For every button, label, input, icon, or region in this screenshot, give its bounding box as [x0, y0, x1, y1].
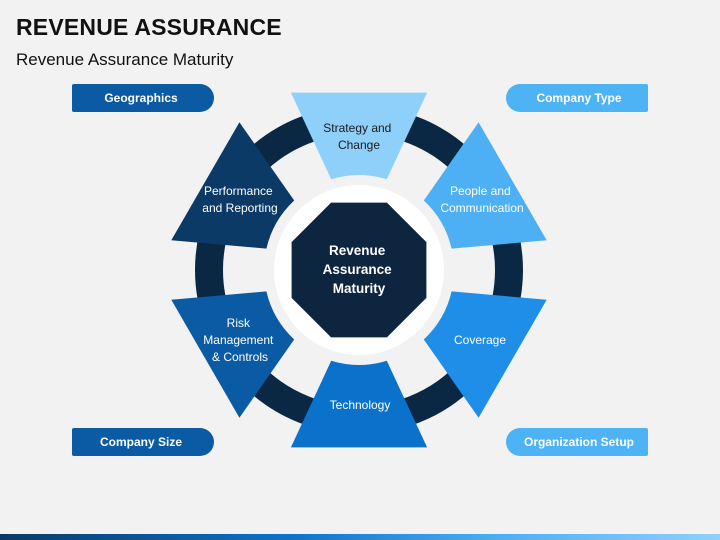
center-label-line-3: Maturity	[333, 281, 386, 296]
segment-label-technology: Technology	[330, 398, 391, 412]
page-title: REVENUE ASSURANCE	[16, 14, 282, 40]
segment-strategy	[290, 92, 428, 180]
segment-label-risk-line-1: Risk	[227, 316, 251, 330]
tag-organization-setup: Organization Setup	[506, 428, 648, 456]
segment-label-risk-line-2: Management	[203, 333, 274, 347]
tag-geographics: Geographics	[72, 84, 214, 112]
page-subtitle: Revenue Assurance Maturity	[16, 50, 234, 69]
segment-label-performance-line-2: and Reporting	[202, 201, 277, 215]
tag-company-type: Company Type	[506, 84, 648, 112]
segment-people	[423, 122, 547, 249]
segment-performance	[171, 122, 295, 249]
segment-label-strategy-line-2: Change	[338, 138, 380, 152]
segment-technology	[290, 360, 428, 448]
segment-label-risk-line-3: & Controls	[212, 350, 268, 364]
segment-label-risk: Risk Management & Controls	[203, 316, 276, 364]
center-label: Revenue Assurance Maturity	[323, 243, 396, 296]
bottom-accent-bar	[0, 534, 720, 540]
segment-label-people-line-2: Communication	[440, 201, 523, 215]
segment-label-strategy-line-1: Strategy and	[323, 121, 391, 135]
segment-coverage	[423, 291, 547, 418]
segment-label-coverage: Coverage	[454, 333, 506, 347]
segment-label-people: People and Communication	[440, 184, 523, 215]
segment-label-coverage-line-1: Coverage	[454, 333, 506, 347]
segment-label-technology-line-1: Technology	[330, 398, 391, 412]
segment-risk	[171, 291, 295, 418]
segment-label-performance-line-1: Performance	[204, 184, 273, 198]
segment-label-performance: Performance and Reporting	[202, 184, 277, 215]
center-label-line-2: Assurance	[323, 262, 393, 277]
center-label-line-1: Revenue	[329, 243, 386, 258]
center-octagon	[291, 202, 427, 338]
tag-company-size: Company Size	[72, 428, 214, 456]
segment-label-people-line-1: People and	[450, 184, 511, 198]
segment-label-strategy: Strategy and Change	[323, 121, 394, 152]
